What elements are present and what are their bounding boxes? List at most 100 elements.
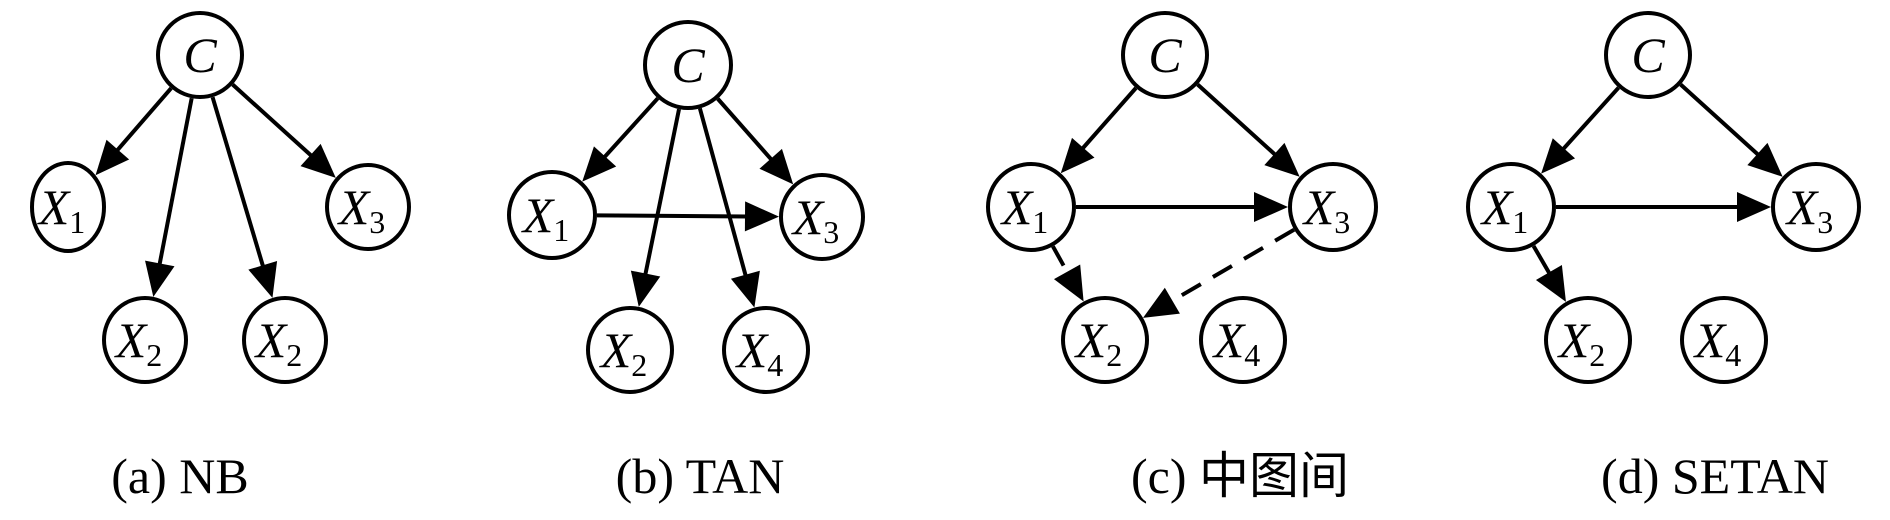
node-circle <box>30 161 106 253</box>
node-c-C: C <box>1121 11 1209 99</box>
arrowhead-c-X1-to-X3 <box>1254 192 1288 222</box>
arrowhead-a-C-to-X1 <box>95 139 130 176</box>
node-label: X4 <box>1693 312 1742 373</box>
edge-c-X1-to-X2 <box>1051 245 1070 275</box>
arrowhead-a-C-to-X3 <box>300 143 336 178</box>
node-label: X1 <box>521 187 570 248</box>
node-subscript: 4 <box>1244 337 1260 373</box>
node-circle <box>325 163 411 251</box>
node-circle <box>242 296 328 384</box>
caption-b: (b) TAN <box>616 448 785 504</box>
node-circle <box>102 296 188 384</box>
arrowhead-b-X1-to-X3 <box>744 201 780 232</box>
node-subscript: 1 <box>553 212 569 248</box>
node-subscript: 3 <box>369 204 385 240</box>
arrowhead-a-C-to-X2b <box>248 261 278 298</box>
node-label: X2 <box>114 312 163 373</box>
node-subscript: 2 <box>1106 337 1122 373</box>
node-label: X3 <box>1302 179 1351 240</box>
node-circle <box>779 173 865 261</box>
edge-b-C-to-X4 <box>697 107 748 278</box>
node-label: C <box>1148 27 1182 83</box>
node-c-X2: X2 <box>1061 296 1149 384</box>
node-subscript: 2 <box>286 337 302 373</box>
node-subscript: 1 <box>1512 204 1528 240</box>
edge-c-C-to-X1 <box>1080 86 1138 151</box>
edge-a-C-to-X2a <box>157 97 194 266</box>
node-circle <box>1604 11 1692 99</box>
arrowhead-c-X1-to-X2 <box>1053 264 1084 302</box>
node-c-X4: X4 <box>1199 296 1287 384</box>
node-subscript: 3 <box>1817 204 1833 240</box>
node-label: X3 <box>337 179 386 240</box>
edge-a-C-to-X3 <box>231 83 314 158</box>
edge-c-C-to-X3 <box>1196 83 1278 157</box>
node-circle <box>722 306 810 394</box>
node-circle <box>1466 162 1556 252</box>
edge-b-C-to-X2 <box>643 108 681 276</box>
caption-c: (c) 中图间 <box>1131 448 1349 504</box>
node-b-X2: X2 <box>586 306 674 394</box>
arrowhead-d-X1-to-X3 <box>1737 192 1771 222</box>
caption-a: (a) NB <box>111 448 248 504</box>
node-subscript: 1 <box>1032 204 1048 240</box>
node-b-X3: X3 <box>779 173 865 261</box>
node-circle <box>1061 296 1149 384</box>
node-circle <box>156 11 244 99</box>
arrowhead-b-C-to-X3 <box>759 148 794 185</box>
node-label: X4 <box>1212 312 1261 373</box>
arrowhead-d-X1-to-X2 <box>1535 264 1566 302</box>
node-subscript: 2 <box>1589 337 1605 373</box>
node-c-X1: X1 <box>986 162 1076 252</box>
node-label: X1 <box>1480 179 1529 240</box>
arrowhead-b-C-to-X4 <box>730 270 760 308</box>
node-subscript: 4 <box>1725 337 1741 373</box>
node-label: C <box>671 37 705 93</box>
node-circle <box>1199 296 1287 384</box>
node-circle <box>1121 11 1209 99</box>
node-a-X3: X3 <box>325 163 411 251</box>
edge-b-C-to-X3 <box>716 97 774 162</box>
node-subscript: 2 <box>146 337 162 373</box>
node-label: C <box>1631 27 1665 83</box>
arrowhead-d-C-to-X1 <box>1541 138 1576 174</box>
node-circle <box>643 20 733 110</box>
node-circle <box>586 306 674 394</box>
edge-a-C-to-X2b <box>210 96 266 268</box>
node-subscript: 1 <box>69 204 85 240</box>
arrowhead-b-C-to-X2 <box>630 270 661 307</box>
arrowhead-c-C-to-X3 <box>1264 142 1300 177</box>
node-label: C <box>183 27 217 83</box>
node-label: X3 <box>1785 179 1834 240</box>
node-a-X2a: X2 <box>102 296 188 384</box>
node-label: X2 <box>599 322 648 383</box>
arrowhead-a-C-to-X2a <box>145 260 175 297</box>
edge-d-C-to-X3 <box>1679 83 1761 157</box>
node-a-X1: X1 <box>30 161 106 253</box>
edge-b-X1-to-X3 <box>596 213 748 219</box>
node-circle <box>507 170 597 260</box>
node-d-X2: X2 <box>1544 296 1632 384</box>
arrowhead-c-C-to-X1 <box>1060 137 1095 174</box>
node-label: X1 <box>1000 179 1049 240</box>
node-d-X4: X4 <box>1680 296 1768 384</box>
edge-a-C-to-X1 <box>115 86 173 153</box>
node-label: X3 <box>791 189 840 250</box>
node-c-X3: X3 <box>1288 162 1378 252</box>
node-b-X1: X1 <box>507 170 597 260</box>
node-circle <box>1680 296 1768 384</box>
edge-b-C-to-X1 <box>602 96 660 160</box>
edge-c-X3-to-X2 <box>1169 227 1296 304</box>
node-b-C: C <box>643 20 733 110</box>
node-subscript: 3 <box>1334 204 1350 240</box>
node-a-C: C <box>156 11 244 99</box>
arrowhead-d-C-to-X3 <box>1747 142 1783 177</box>
node-d-X3: X3 <box>1771 162 1861 252</box>
node-label: X2 <box>254 312 303 373</box>
node-label: X4 <box>735 322 784 383</box>
node-circle <box>1288 162 1378 252</box>
node-b-X4: X4 <box>722 306 810 394</box>
node-label: X2 <box>1074 312 1123 373</box>
caption-d: (d) SETAN <box>1601 448 1829 504</box>
